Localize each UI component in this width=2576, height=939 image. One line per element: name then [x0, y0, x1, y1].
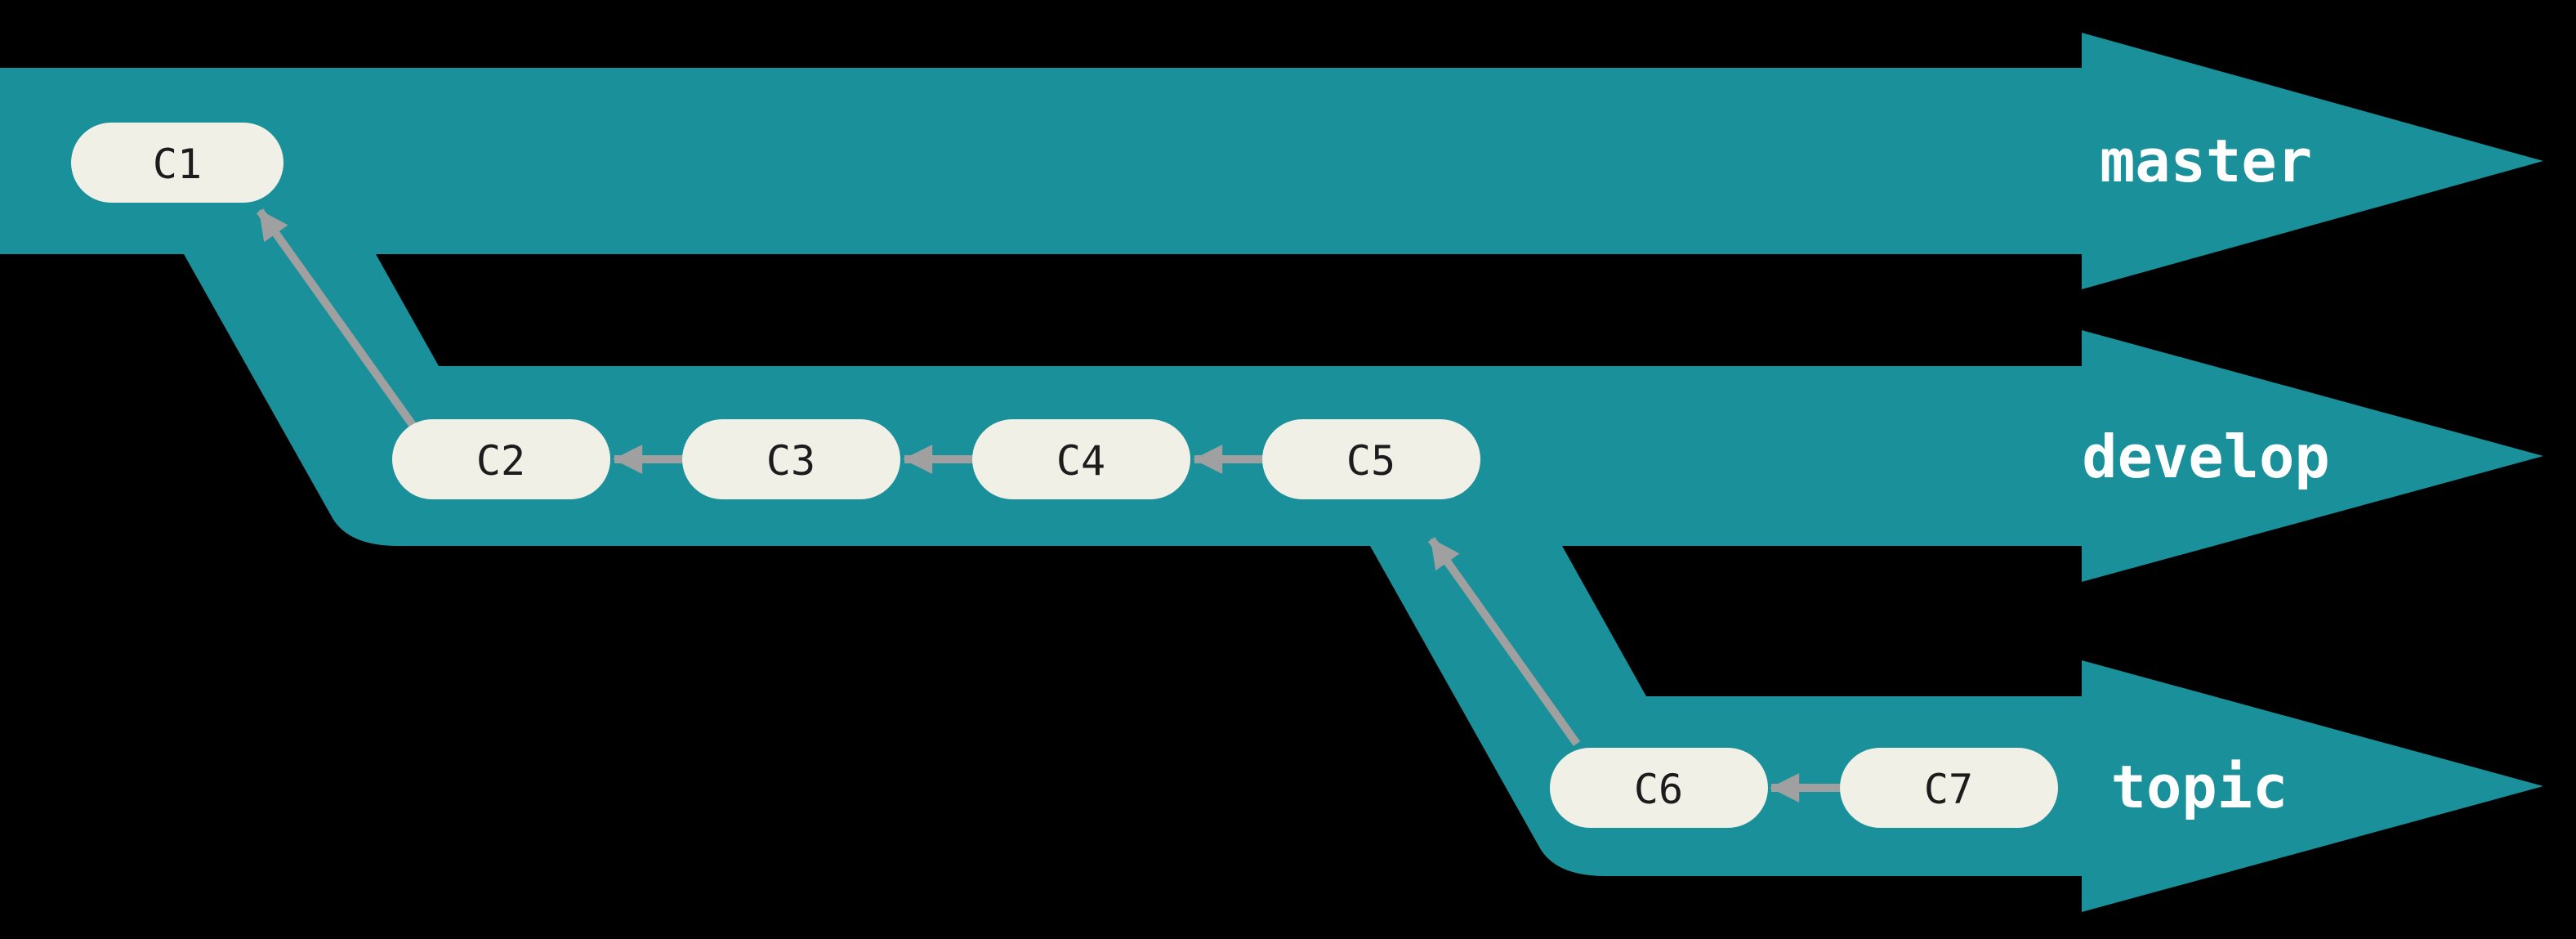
master-branch-band	[0, 33, 2543, 289]
commit-label-c5: C5	[1346, 437, 1395, 485]
commit-pill-c6	[1550, 748, 1768, 828]
commit-label-c4: C4	[1056, 437, 1105, 485]
topic-branch-band	[1370, 546, 2543, 912]
commit-pill-c4	[972, 419, 1190, 499]
commit-node-c2: C2	[392, 419, 610, 499]
develop-branch-band	[184, 254, 2543, 582]
parent-arrow-c6-c5	[1427, 537, 1581, 746]
commit-label-c3: C3	[766, 437, 815, 485]
commit-node-c5: C5	[1262, 419, 1480, 499]
commit-pill-c1	[71, 123, 283, 203]
commit-label-c2: C2	[476, 437, 525, 485]
develop-branch-label: develop	[2082, 423, 2329, 491]
commit-pill-c3	[682, 419, 900, 499]
commit-node-c1: C1	[71, 123, 283, 203]
master-branch-label: master	[2100, 127, 2312, 195]
parent-arrow-c2-c1	[256, 208, 417, 427]
commit-node-c6: C6	[1550, 748, 1768, 828]
commit-label-c7: C7	[1924, 766, 1973, 813]
commit-node-c7: C7	[1840, 748, 2058, 828]
commit-pill-c7	[1840, 748, 2058, 828]
commit-label-c1: C1	[153, 141, 202, 188]
commit-pill-c2	[392, 419, 610, 499]
commit-label-c6: C6	[1634, 766, 1683, 813]
commit-pill-c5	[1262, 419, 1480, 499]
topic-branch-label: topic	[2111, 753, 2288, 821]
commit-node-c4: C4	[972, 419, 1190, 499]
commit-node-c3: C3	[682, 419, 900, 499]
